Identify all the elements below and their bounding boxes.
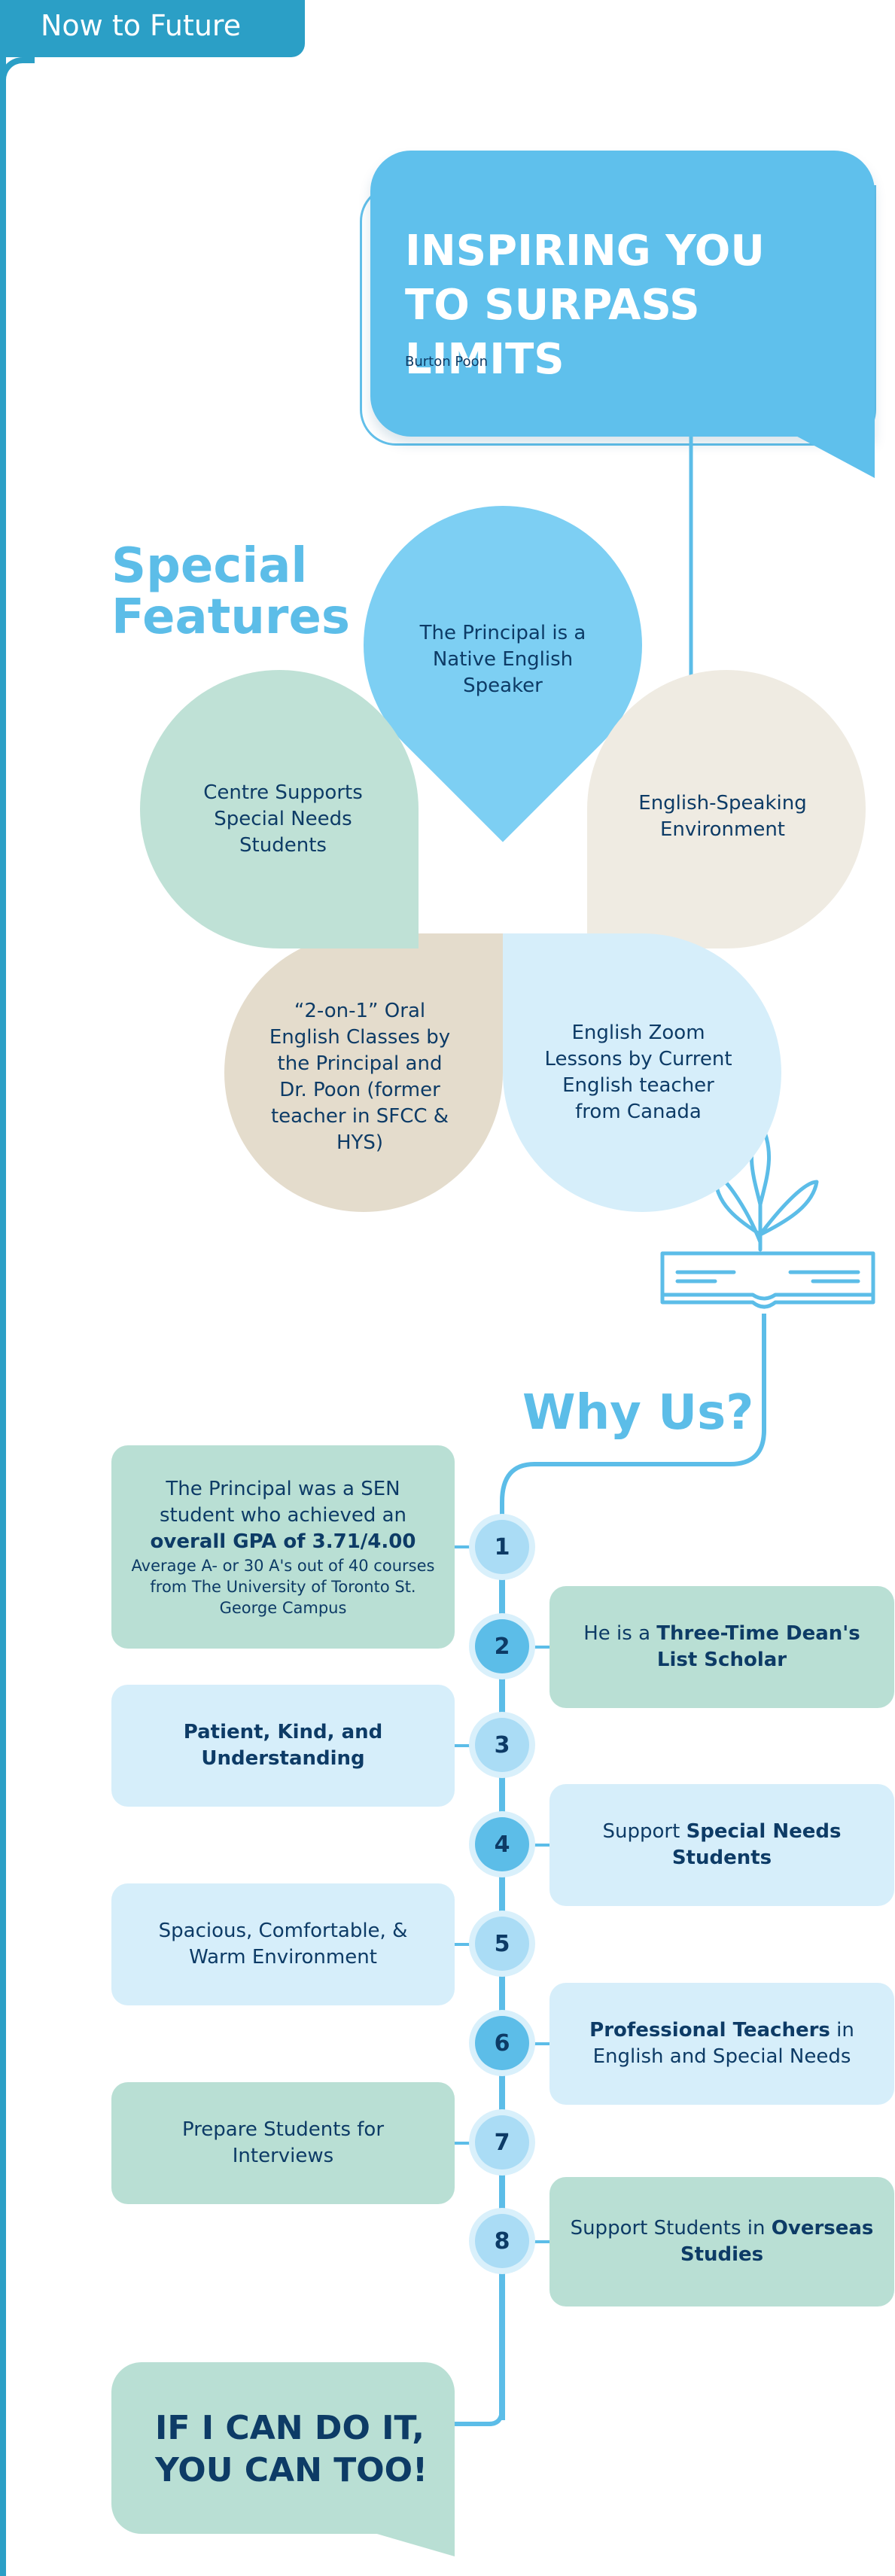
step-number-4: 4 — [475, 1817, 529, 1871]
header-tab-label: Now to Future — [41, 9, 242, 42]
title-bubble-tail — [790, 433, 875, 478]
reason-card-6: Professional Teachers in English and Spe… — [549, 1983, 894, 2105]
reason-4-bold: Special Needs Students — [671, 1820, 842, 1869]
petal-oral-classes-label: “2-on-1” Oral English Classes by the Pri… — [269, 1000, 451, 1154]
step-number-8: 8 — [475, 2214, 529, 2268]
petal-zoom-lessons-label: English Zoom Lessons by Current English … — [544, 1022, 732, 1123]
closing-bubble — [111, 2362, 455, 2534]
reason-card-4: Support Special Needs Students — [549, 1784, 894, 1906]
step-number-6: 6 — [475, 2016, 529, 2070]
petal-special-needs-label: Centre Supports Special Needs Students — [203, 781, 363, 857]
page-title-line1: INSPIRING YOU — [405, 227, 765, 276]
why-us-heading: Why Us? — [522, 1385, 754, 1441]
step-number-2: 2 — [475, 1619, 529, 1673]
author-name: Burton Poon — [405, 354, 489, 370]
special-features-heading-line2: Features — [111, 589, 350, 645]
reason-card-3: Patient, Kind, and Understanding — [111, 1685, 455, 1807]
reason-5-text: Spacious, Comfortable, & Warm Environmen… — [158, 1920, 408, 1969]
reason-3-bold: Patient, Kind, and Understanding — [183, 1721, 383, 1770]
reason-1-detail: Average A- or 30 A's out of 40 courses f… — [131, 1556, 435, 1617]
reason-card-2: He is a Three-Time Dean's List Scholar — [549, 1586, 894, 1708]
closing-bubble-tail — [361, 2529, 455, 2556]
reason-card-7: Prepare Students for Interviews — [111, 2082, 455, 2204]
header-tab: Now to Future — [0, 0, 305, 57]
petal-english-environment — [587, 670, 866, 948]
reason-card-5: Spacious, Comfortable, & Warm Environmen… — [111, 1883, 455, 2005]
special-features-heading: Special Features — [111, 540, 360, 643]
special-features-heading-line1: Special — [111, 538, 308, 594]
reason-1-bold: overall GPA of 3.71/4.00 — [150, 1530, 416, 1553]
reason-4-text: Support — [602, 1820, 686, 1843]
reason-1-text: The Principal was a SEN student who achi… — [159, 1477, 407, 1527]
step-number-7: 7 — [475, 2115, 529, 2170]
page-title-line2: TO SURPASS LIMITS — [405, 281, 700, 384]
reason-card-8: Support Students in Overseas Studies — [549, 2177, 894, 2307]
petal-english-environment-label: English-Speaking Environment — [638, 792, 807, 841]
petal-oral-classes — [224, 933, 503, 1212]
reason-6-bold: Professional Teachers — [589, 2019, 830, 2042]
step-number-3: 3 — [475, 1718, 529, 1772]
reason-8-bold: Overseas Studies — [680, 2217, 874, 2266]
step-number-5: 5 — [475, 1917, 529, 1971]
step-number-1: 1 — [475, 1520, 529, 1574]
reason-6-text: in English and Special Needs — [592, 2019, 854, 2068]
page-title: INSPIRING YOU TO SURPASS LIMITS — [405, 224, 857, 387]
book-to-timeline-path — [500, 1314, 766, 1536]
closing-slogan-line2: YOU CAN TOO! — [155, 2451, 428, 2489]
closing-slogan: IF I CAN DO IT, YOU CAN TOO! — [155, 2407, 441, 2492]
timeline-to-final-path — [455, 2408, 504, 2426]
closing-slogan-line1: IF I CAN DO IT, — [155, 2409, 425, 2447]
left-rail-line — [0, 57, 6, 2576]
petal-zoom-lessons — [503, 933, 781, 1212]
reason-2-bold: Three-Time Dean's List Scholar — [656, 1622, 860, 1671]
reason-8-text: Support Students in — [570, 2217, 772, 2240]
reason-2-text: He is a — [583, 1622, 657, 1645]
reason-card-1: The Principal was a SEN student who achi… — [111, 1445, 455, 1649]
reason-7-text: Prepare Students for Interviews — [181, 2118, 385, 2167]
title-bubble — [370, 151, 875, 437]
petal-native-speaker-label: The Principal is a Native English Speake… — [419, 622, 586, 697]
petal-special-needs — [140, 670, 419, 948]
